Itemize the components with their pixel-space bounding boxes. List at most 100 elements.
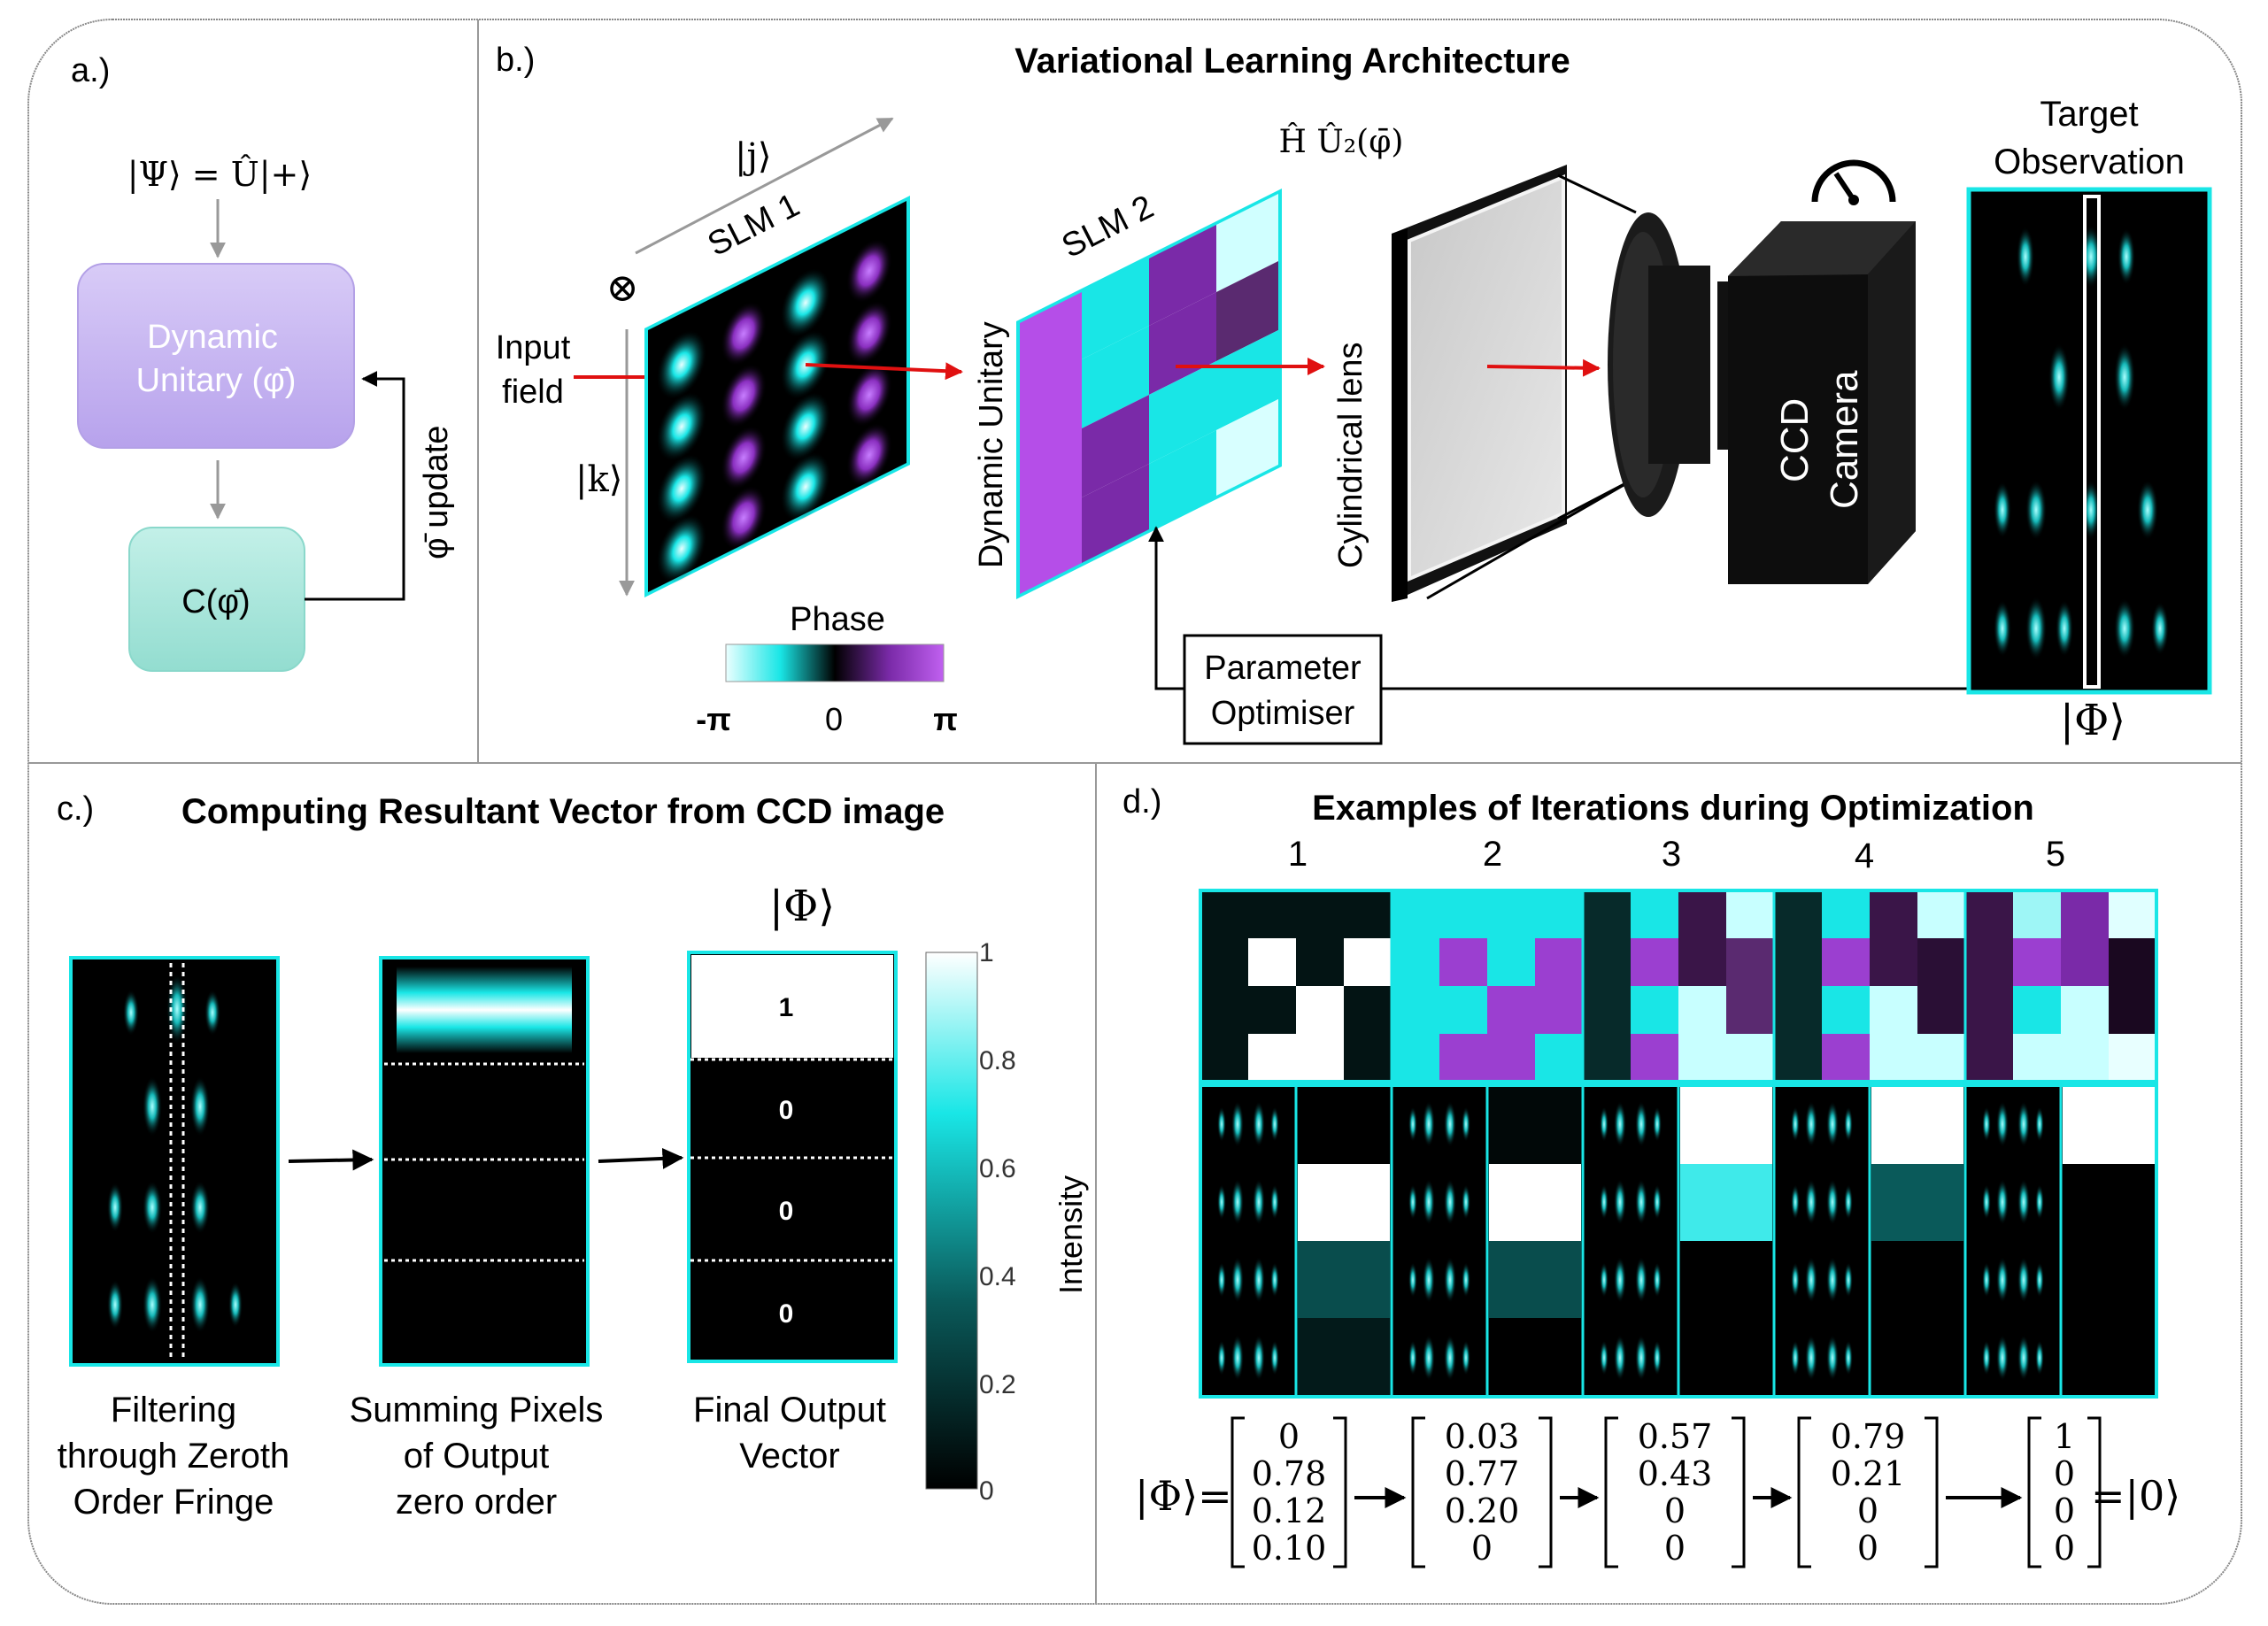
optimiser-box: [1183, 634, 1383, 745]
cost-label: C(φ̄): [181, 583, 250, 620]
input-field-line2: field: [502, 374, 564, 411]
output-intensity-cell: [1298, 1087, 1390, 1164]
unitary-line1: Dynamic: [147, 319, 278, 356]
speedometer-icon: [1811, 159, 1896, 205]
slm2-label: SLM 2: [1056, 189, 1160, 266]
cbar-tick-04: 0.4: [979, 1262, 1016, 1291]
tensor-symbol: ⊗: [606, 266, 639, 311]
bracket-left: [1604, 1416, 1618, 1568]
vector-entry: 0: [1471, 1529, 1493, 1568]
panel-b: b.) Variational Learning Architecture |j…: [496, 42, 2212, 745]
vector-entry: 1: [2054, 1417, 2075, 1456]
beam-lens-to-camera: [1486, 358, 1601, 377]
phi-lhs: |Φ⟩=: [1135, 1472, 1232, 1520]
caption-2-line2: of Output: [404, 1437, 550, 1476]
vector-entry: 0: [1664, 1529, 1686, 1568]
output-intensity-cell: [2063, 1164, 2155, 1241]
vector-value-1: 0: [779, 1096, 794, 1125]
panel-c-phi-ket: |Φ⟩: [769, 882, 835, 931]
vector-entry: 0: [2054, 1529, 2075, 1568]
beam-slm1-to-slm2: [805, 362, 963, 381]
vector-entry: 0.78: [1252, 1454, 1327, 1493]
iter-label-3: 3: [1662, 835, 1681, 874]
panel-d-label: d.): [1122, 783, 1161, 821]
j-ket: |j⟩: [735, 136, 771, 177]
vector-entry: 0.12: [1252, 1491, 1327, 1530]
vector-entry: 0.10: [1252, 1529, 1327, 1568]
output-intensity-cell: [1489, 1318, 1581, 1395]
iter-label-1: 1: [1288, 835, 1308, 874]
bracket-left: [1797, 1416, 1811, 1568]
vector-entry: 0.21: [1831, 1454, 1906, 1493]
vector-entry: 0: [2054, 1454, 2075, 1493]
cbar-tick-0: 0: [979, 1476, 994, 1506]
panel-d-title: Examples of Iterations during Optimizati…: [1312, 789, 2034, 828]
optimiser-line2: Optimiser: [1211, 695, 1355, 732]
output-intensity-cell: [2063, 1087, 2155, 1164]
cbar-tick-1: 1: [979, 938, 994, 967]
psi-equation: |Ψ⟩ = Û|+⟩: [127, 155, 312, 194]
bracket-right: [1333, 1416, 1347, 1568]
panel-c-label: c.): [57, 790, 94, 828]
optimiser-to-slm2-arrow: [1148, 526, 1184, 690]
arrow-c2: [598, 1147, 684, 1169]
output-intensity-cell: [1680, 1164, 1772, 1241]
cbar-tick-02: 0.2: [979, 1370, 1016, 1399]
dynamic-unitary-box: [77, 263, 355, 449]
output-intensity-cell: [1871, 1318, 1963, 1395]
iter-label-2: 2: [1483, 835, 1502, 874]
output-intensity-cell: [1298, 1164, 1390, 1241]
fringe-thumbnail: [1982, 1101, 2044, 1381]
output-intensity-cell: [1680, 1318, 1772, 1395]
slm1-panel: [644, 196, 910, 597]
optimiser-line1: Parameter: [1204, 650, 1362, 687]
output-intensity-cell: [1489, 1087, 1581, 1164]
vector-entry: 0.79: [1831, 1417, 1906, 1456]
unitary-line2: Unitary (φ̄): [136, 362, 297, 399]
panel-a: a.) |Ψ⟩ = Û|+⟩ Dynamic Unitary (φ̄) C(φ̄…: [71, 52, 455, 672]
panel-b-label: b.): [496, 42, 535, 79]
intensity-label: Intensity: [1053, 1175, 1089, 1294]
panel-c-title: Computing Resultant Vector from CCD imag…: [181, 792, 945, 831]
panel-b-title: Variational Learning Architecture: [1014, 42, 1570, 81]
ccd-output-row: [1199, 1083, 2158, 1399]
fringe-thumbnail: [1408, 1101, 1470, 1381]
phase-tick-neg: -π: [696, 701, 731, 737]
output-intensity-cell: [1871, 1241, 1963, 1318]
bracket-right: [1925, 1416, 1939, 1568]
slm2-panel: [1016, 189, 1282, 599]
output-intensity-cell: [1298, 1318, 1390, 1395]
vector-entry: 0.43: [1638, 1454, 1713, 1493]
filtered-fringe-image: [69, 956, 280, 1367]
j-axis-arrow: [635, 117, 894, 255]
vector-entry: 0: [1857, 1529, 1878, 1568]
slm1-label: SLM 1: [702, 187, 806, 264]
intensity-colorbar: [925, 952, 978, 1490]
vector-value-3: 0: [779, 1299, 794, 1329]
iteration-vectors: 00.780.120.100.030.770.2000.570.43000.79…: [1230, 1416, 2102, 1568]
panel-d: d.) Examples of Iterations during Optimi…: [1122, 783, 2180, 1568]
bracket-right: [1539, 1416, 1553, 1568]
fringe-thumbnail: [1791, 1101, 1853, 1381]
bracket-right: [1732, 1416, 1746, 1568]
k-ket: |k⟩: [575, 459, 622, 500]
iter-label-5: 5: [2046, 835, 2065, 874]
caption-3-line2: Vector: [739, 1437, 839, 1476]
panel-c: c.) Computing Resultant Vector from CCD …: [57, 790, 1089, 1522]
cbar-tick-06: 0.6: [979, 1154, 1016, 1183]
slm-patterns-row: [1199, 889, 2158, 1083]
vector-value-2: 0: [779, 1197, 794, 1226]
iteration-vector: 00.780.120.10: [1230, 1416, 1347, 1568]
iteration-vector: 0.030.770.200: [1411, 1416, 1553, 1568]
vector-entry: 0: [2054, 1491, 2075, 1530]
target-observation-image: [1966, 187, 2212, 695]
ccd-line2: Camera: [1823, 370, 1866, 509]
caption-3-line1: Final Output: [693, 1391, 886, 1429]
bracket-left: [1230, 1416, 1245, 1568]
output-intensity-cell: [2063, 1241, 2155, 1318]
output-intensity-cell: [1489, 1241, 1581, 1318]
final-vector-image: [687, 951, 898, 1363]
vector-value-0: 1: [779, 993, 794, 1022]
ccd-line1: CCD: [1773, 398, 1817, 482]
